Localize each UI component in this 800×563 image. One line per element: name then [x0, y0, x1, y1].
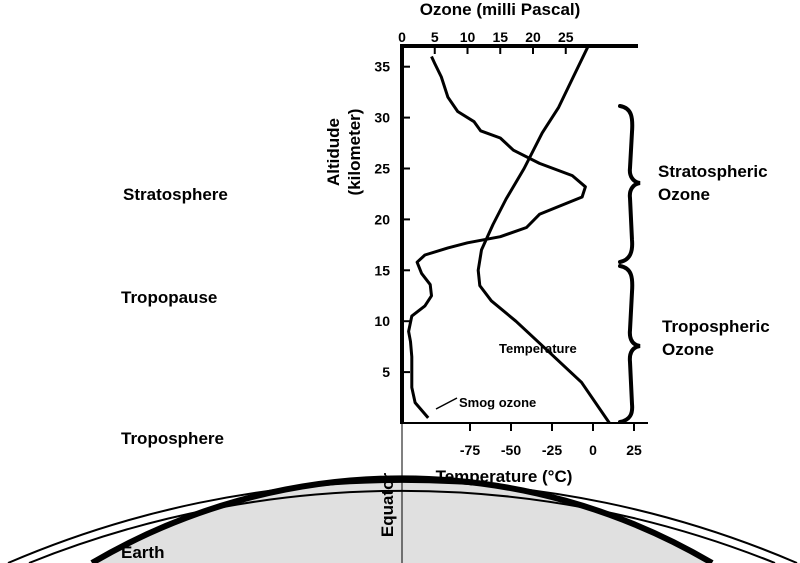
temperature-tick-label: -25	[542, 442, 562, 458]
troposphere-label: Troposphere	[121, 429, 224, 448]
stratospheric-ozone-brace	[618, 104, 641, 264]
altitude-axis-title-line2: (kilometer)	[345, 109, 364, 196]
temperature-ticks: -75 -50 -25 0 25	[460, 423, 642, 458]
ozone-axis-title: Ozone (milli Pascal)	[420, 0, 581, 19]
equator-label: Equator	[378, 473, 397, 538]
ozone-ticks: 0 5 10 15 20 25	[398, 29, 574, 54]
altitude-tick-label: 10	[374, 313, 390, 329]
altitude-tick-label: 30	[374, 110, 390, 126]
tropospheric-ozone-brace	[618, 264, 641, 424]
temperature-curve-label: Temperature	[499, 341, 577, 356]
altitude-tick-label: 35	[374, 59, 390, 75]
stratospheric-ozone-label-line1: Stratospheric	[658, 162, 768, 181]
tropospheric-ozone-label-line1: Tropospheric	[662, 317, 770, 336]
altitude-ticks: 35 30 25 20 15 10 5	[374, 59, 410, 380]
smog-ozone-curve	[407, 55, 587, 419]
temperature-tick-label: 25	[626, 442, 642, 458]
ozone-tick-label: 20	[525, 29, 541, 45]
temperature-axis-title: Temperature (°C)	[436, 467, 573, 486]
altitude-tick-label: 5	[382, 364, 390, 380]
temperature-tick-label: -75	[460, 442, 480, 458]
altitude-tick-label: 25	[374, 161, 390, 177]
altitude-tick-label: 15	[374, 262, 390, 278]
altitude-tick-label: 20	[374, 211, 390, 227]
smog-ozone-curve-label: Smog ozone	[459, 395, 536, 410]
earth-label: Earth	[121, 543, 164, 562]
tropospheric-ozone-label-line2: Ozone	[662, 340, 714, 359]
stratospheric-ozone-label-line2: Ozone	[658, 185, 710, 204]
ozone-tick-label: 10	[460, 29, 476, 45]
stratosphere-label: Stratosphere	[123, 185, 228, 204]
temperature-tick-label: -50	[501, 442, 521, 458]
ozone-tick-label: 5	[431, 29, 439, 45]
ozone-tick-label: 0	[398, 29, 406, 45]
smog-ozone-leader-line	[435, 397, 458, 410]
temperature-tick-label: 0	[589, 442, 597, 458]
temperature-curve	[476, 45, 611, 424]
ozone-tick-label: 25	[558, 29, 574, 45]
ozone-tick-label: 15	[492, 29, 508, 45]
tropopause-label: Tropopause	[121, 288, 217, 307]
altitude-axis-title-line1: Altidude	[324, 118, 343, 186]
